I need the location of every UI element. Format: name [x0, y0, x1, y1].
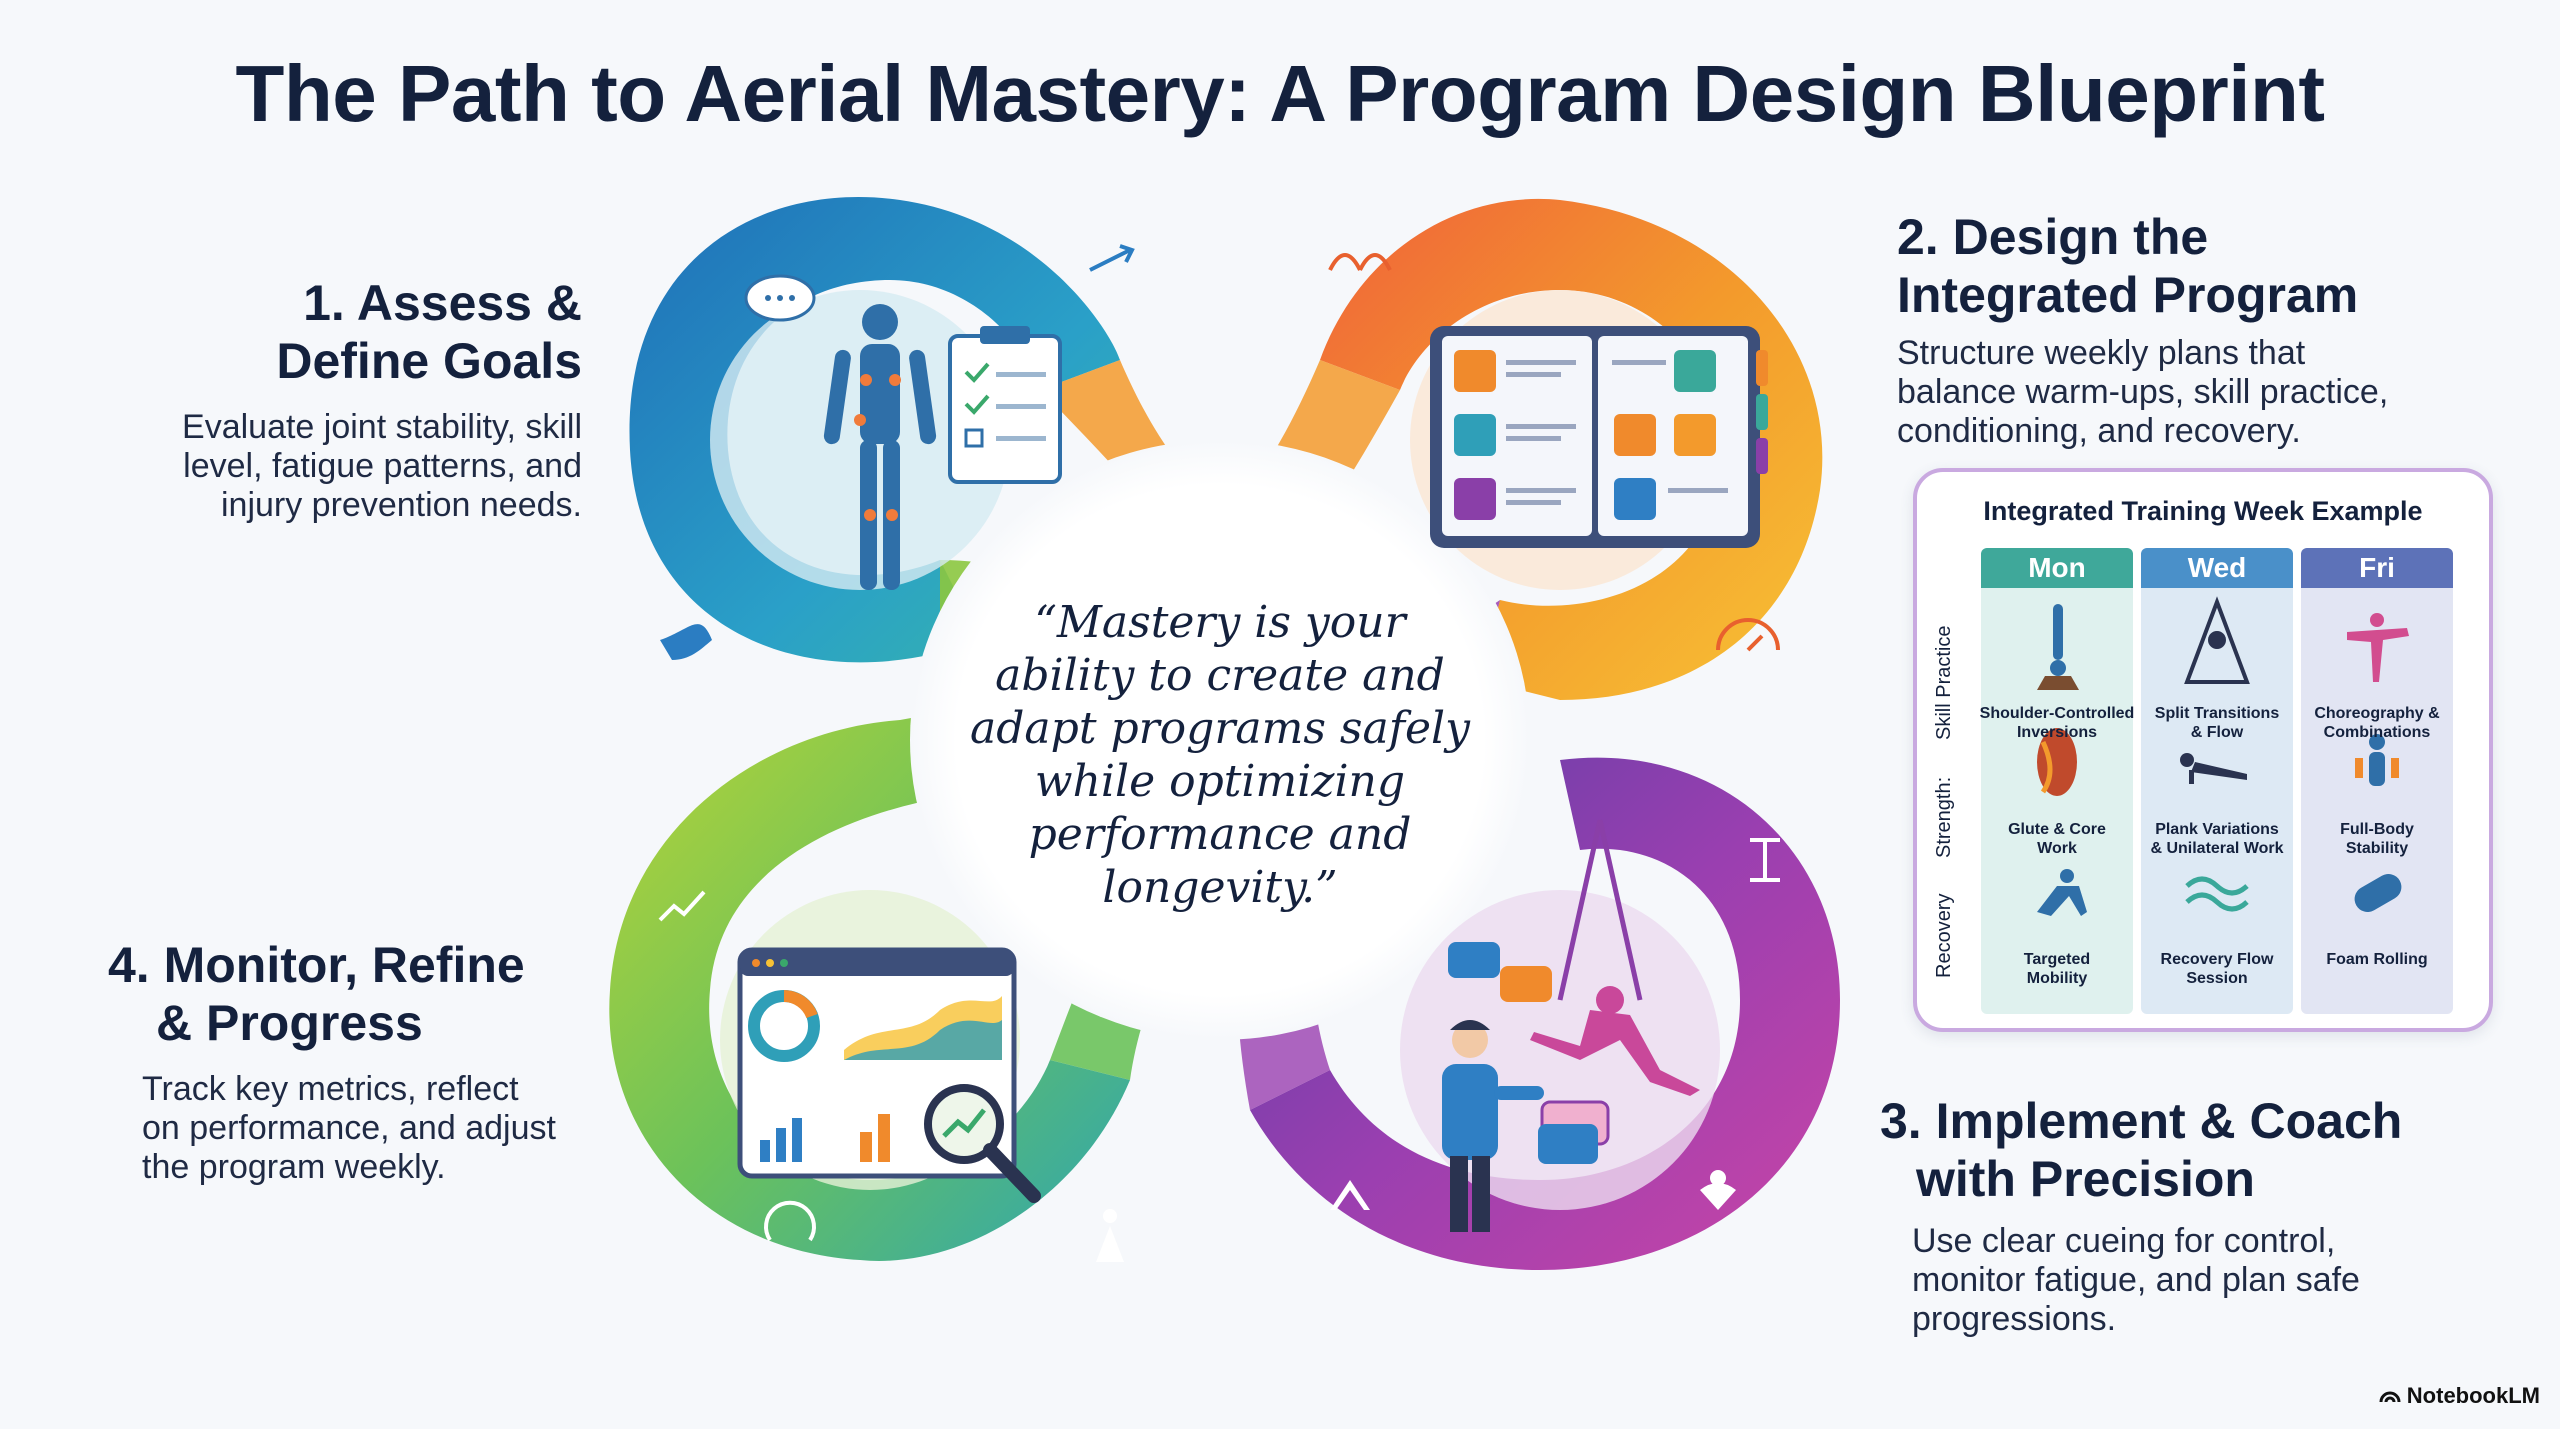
step2-title-line2: Integrated Program	[1897, 267, 2359, 323]
aerialist-figure-icon	[1530, 986, 1700, 1096]
step4-desc-line3: the program weekly.	[142, 1148, 446, 1186]
step4-title: 4. Monitor, Refine & Progress	[108, 936, 628, 1052]
mobility-icon	[2037, 869, 2087, 916]
step4-title-line2: & Progress	[156, 995, 423, 1051]
step3-desc-line3: progressions.	[1912, 1300, 2117, 1338]
step3-title: 3. Implement & Coach with Precision	[1880, 1092, 2480, 1208]
glute-core-icon	[2037, 728, 2077, 796]
arrow-up-icon	[1089, 244, 1135, 272]
step2-desc-line3: conditioning, and recovery.	[1897, 412, 2301, 450]
inversion-icon	[2037, 604, 2079, 690]
step1-title-line2: Define Goals	[276, 333, 582, 389]
cell-recovery-fri: Foam Rolling	[2297, 950, 2457, 969]
full-body-stability-icon	[2355, 734, 2399, 786]
step2-desc: Structure weekly plans that balance warm…	[1897, 334, 2457, 451]
step4-desc-line2: on performance, and adjust	[142, 1109, 556, 1147]
recovery-flow-icon	[2185, 876, 2249, 912]
cell-text: Split Transitions	[2154, 705, 2280, 722]
step4-desc: Track key metrics, reflect on performanc…	[142, 1070, 642, 1187]
cell-text: Foam Rolling	[2326, 951, 2428, 968]
step2-title-line1: 2. Design the	[1897, 209, 2209, 265]
cell-text: Choreography &	[2314, 705, 2440, 722]
cell-text: Work	[2037, 840, 2077, 857]
day-header-wed: Wed	[2141, 548, 2293, 588]
aerial-silks-icon	[1557, 819, 1643, 1001]
trend-up-icon	[658, 890, 706, 922]
training-week-card: Integrated Training Week Example Mon Wed…	[1913, 468, 2493, 1032]
training-week-title: Integrated Training Week Example	[1983, 496, 2423, 526]
step2-desc-line1: Structure weekly plans that	[1897, 334, 2306, 372]
cell-text: Mobility	[2026, 970, 2088, 987]
cell-text: Recovery Flow	[2160, 951, 2274, 968]
page-title: The Path to Aerial Mastery: A Program De…	[235, 49, 2325, 138]
step3-title-line2: with Precision	[1916, 1151, 2255, 1207]
scale-icon	[1750, 838, 1780, 882]
cell-text: Stability	[2345, 840, 2409, 857]
body-figure-icon	[823, 304, 937, 590]
plank-icon	[2180, 753, 2247, 784]
cell-skill-wed: Split Transitions & Flow	[2137, 704, 2297, 742]
cell-strength-wed: Plank Variations & Unilateral Work	[2137, 820, 2297, 858]
yoga-pose-icon	[1330, 1180, 1370, 1210]
week-cell-icons	[2037, 596, 2409, 916]
mastery-quote: “Mastery is your ability to create and a…	[970, 597, 1470, 913]
loop-assess	[629, 197, 1120, 663]
cell-text: Glute & Core	[2008, 821, 2106, 838]
notebooklm-brand: NotebookLM	[2379, 1383, 2540, 1409]
step4-desc-line1: Track key metrics, reflect	[142, 1070, 519, 1108]
loop-design	[1320, 198, 1823, 700]
angel-icon	[1700, 1170, 1736, 1210]
split-transition-icon	[2184, 596, 2250, 684]
bird-icon	[660, 624, 712, 660]
step1-desc-line3: injury prevention needs.	[220, 486, 582, 524]
foam-roller-icon	[2354, 874, 2402, 912]
step1-desc-line2: level, fatigue patterns, and	[183, 447, 582, 485]
cell-text: Combinations	[2323, 724, 2431, 741]
cell-text: Inversions	[2016, 724, 2098, 741]
speech-bubble-icon	[744, 274, 816, 322]
dancer-icon	[1096, 1209, 1124, 1262]
chat-bubble-icon	[1448, 942, 1610, 1164]
step1-title-line1: 1. Assess &	[303, 275, 582, 331]
day-column-wed	[2141, 588, 2293, 1014]
choreography-icon	[2347, 613, 2409, 682]
day-header-fri: Fri	[2301, 548, 2453, 588]
cell-text: & Unilateral Work	[2150, 840, 2284, 857]
step2-desc-line2: balance warm-ups, skill practice,	[1897, 373, 2389, 411]
planner-icon	[1430, 326, 1768, 548]
cell-text: Plank Variations	[2155, 821, 2279, 838]
day-header-mon: Mon	[1981, 548, 2133, 588]
notebooklm-logo-icon	[2379, 1391, 2401, 1403]
step3-title-line1: 3. Implement & Coach	[1880, 1093, 2403, 1149]
cell-text: & Flow	[2190, 724, 2244, 741]
step4-title-line1: 4. Monitor, Refine	[108, 937, 525, 993]
notebooklm-label: NotebookLM	[2406, 1383, 2540, 1408]
step3-desc: Use clear cueing for control, monitor fa…	[1912, 1222, 2472, 1339]
cell-text: Shoulder-Controlled	[1979, 705, 2135, 722]
step1-title: 1. Assess & Define Goals	[200, 274, 582, 390]
step1-desc: Evaluate joint stability, skill level, f…	[100, 408, 582, 525]
step1-desc-line1: Evaluate joint stability, skill	[182, 408, 582, 446]
step3-desc-line2: monitor fatigue, and plan safe	[1912, 1261, 2360, 1299]
wings-icon	[1328, 253, 1392, 271]
clipboard-icon	[948, 326, 1062, 484]
assess-illustration-bg	[710, 290, 1010, 590]
gauge-icon	[1716, 618, 1780, 652]
magnifier-icon	[924, 1084, 1041, 1203]
stopwatch-icon	[764, 1200, 816, 1242]
step3-desc-line1: Use clear cueing for control,	[1912, 1222, 2336, 1260]
cell-text: Targeted	[2023, 951, 2091, 968]
cell-skill-fri: Choreography & Combinations	[2297, 704, 2457, 742]
cell-text: Session	[2186, 970, 2248, 987]
step2-title: 2. Design the Integrated Program	[1897, 208, 2457, 324]
loop-implement	[1250, 757, 1840, 1270]
cell-text: Full-Body	[2340, 821, 2414, 838]
coach-figure-icon	[1442, 1020, 1544, 1232]
